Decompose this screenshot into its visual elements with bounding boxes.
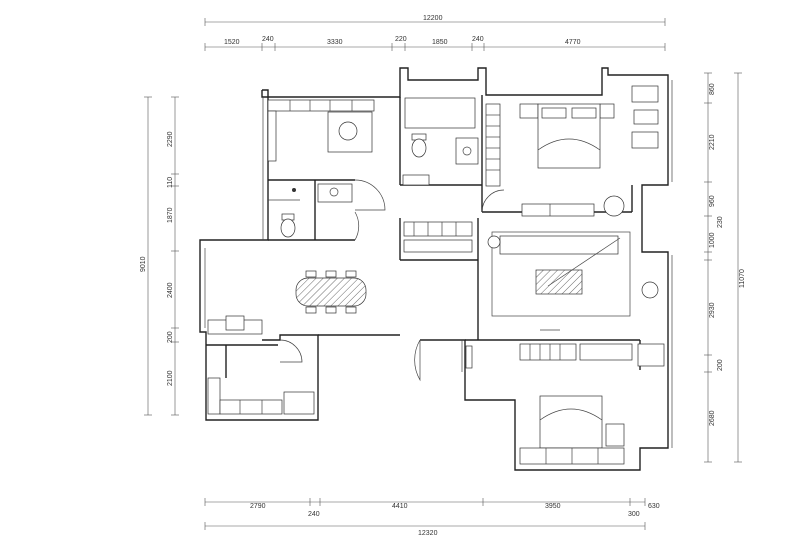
top-dimensions: 12200 1520 240 3330 220 1850 240 4770: [204, 15, 666, 51]
right-seg-dim-4: 1000: [709, 232, 716, 248]
bottom-seg-dim-6: 300: [628, 511, 640, 518]
right-seg-dim-5: 230: [717, 216, 724, 228]
kitchen: [207, 377, 315, 415]
dining-table: [295, 277, 367, 307]
sofa: [499, 235, 619, 255]
doors: [279, 179, 505, 382]
right-seg-dim-8: 2680: [709, 410, 716, 426]
right-seg-dim-3: 960: [709, 195, 716, 207]
upper-left-bedroom: [267, 99, 375, 162]
right-seg-dim-7: 200: [717, 359, 724, 371]
top-seg-dim-5: 1850: [432, 39, 448, 46]
bathroom-left: [268, 183, 353, 238]
living-room: [403, 221, 665, 367]
lower-bedroom: [519, 395, 625, 465]
top-seg-dim-7: 4770: [565, 39, 581, 46]
top-seg-dim-6: 240: [472, 36, 484, 43]
dining-area: [207, 270, 367, 335]
bottom-seg-dim-1: 2790: [250, 503, 266, 510]
right-dimensions: 860 2210 960 1000 230 2930 200 2680 1107…: [704, 72, 746, 463]
right-seg-dim-2: 2210: [709, 134, 716, 150]
chair-icon: [338, 121, 358, 141]
bottom-seg-dim-3: 4410: [392, 503, 408, 510]
right-seg-dim-6: 2930: [709, 302, 716, 318]
coffee-table: [535, 269, 583, 295]
bed-icon: [539, 395, 603, 449]
top-seg-dim-2: 240: [262, 36, 274, 43]
top-seg-dim-3: 3330: [327, 39, 343, 46]
right-seg-dim-1: 860: [709, 83, 716, 95]
left-dimensions: 9010 2290 110 1870 2400 200 2100: [140, 96, 179, 416]
left-seg-dim-5: 200: [167, 331, 174, 343]
left-seg-dim-6: 2100: [167, 370, 174, 386]
bottom-dimensions: 2790 240 4410 3950 630 300 12320: [204, 498, 660, 537]
left-seg-dim-2: 110: [167, 177, 174, 188]
bathroom-middle: [402, 97, 479, 186]
top-seg-dim-1: 1520: [224, 39, 240, 46]
bottom-seg-dim-5: 630: [648, 503, 660, 510]
top-seg-dim-4: 220: [395, 36, 407, 43]
left-total-dim: 9010: [140, 256, 147, 272]
left-seg-dim-4: 2400: [167, 282, 174, 298]
bottom-seg-dim-2: 240: [308, 511, 320, 518]
left-seg-dim-1: 2290: [167, 131, 174, 147]
right-total-dim: 11070: [739, 269, 746, 288]
top-total-dim: 12200: [423, 15, 443, 22]
bottom-seg-dim-4: 3950: [545, 503, 561, 510]
bottom-total-dim: 12320: [418, 530, 438, 537]
master-bedroom: [485, 85, 659, 217]
left-seg-dim-3: 1870: [167, 207, 174, 223]
